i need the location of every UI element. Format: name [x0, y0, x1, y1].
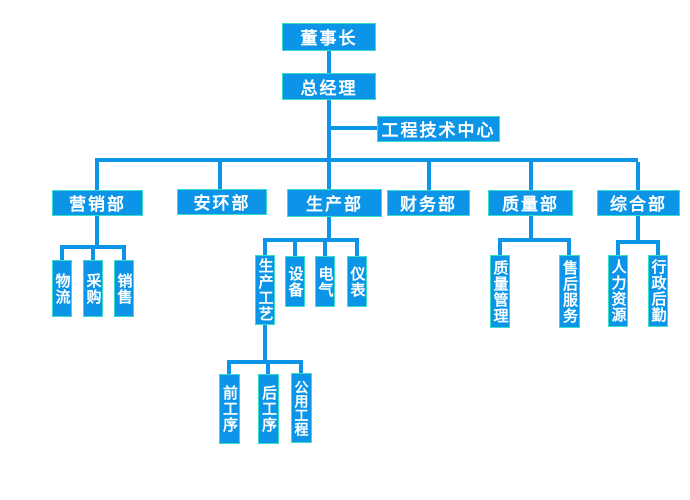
connector-line — [616, 240, 660, 244]
connector-line — [95, 162, 99, 190]
org-node-utilities-engineering: 公用工程 — [291, 373, 312, 443]
connector-line — [218, 162, 222, 189]
connector-line — [327, 162, 331, 189]
connector-line — [616, 244, 620, 255]
connector-line — [327, 100, 331, 160]
connector-line — [529, 216, 533, 238]
connector-line — [299, 364, 303, 373]
org-node-general-affairs-dept: 综合部 — [597, 190, 680, 216]
org-node-after-sales-service: 售后服务 — [559, 255, 580, 328]
connector-line — [95, 158, 638, 162]
org-node-general-manager: 总经理 — [282, 73, 376, 100]
connector-line — [656, 244, 660, 255]
connector-line — [636, 162, 640, 190]
connector-line — [427, 162, 431, 190]
connector-line — [60, 249, 64, 260]
org-node-production-dept: 生产部 — [287, 189, 382, 217]
org-node-back-process: 后工序 — [258, 374, 279, 444]
connector-line — [266, 364, 270, 374]
org-node-marketing-dept: 营销部 — [52, 190, 143, 216]
org-node-equipment: 设备 — [285, 256, 305, 307]
connector-line — [227, 364, 231, 374]
connector-line — [227, 360, 303, 364]
org-node-electrical: 电气 — [315, 256, 335, 307]
org-node-production-process: 生产工艺 — [255, 255, 275, 325]
connector-line — [323, 242, 327, 256]
org-node-chairman: 董事长 — [282, 23, 376, 51]
connector-line — [263, 325, 267, 360]
connector-line — [122, 249, 126, 260]
org-node-instrumentation: 仪表 — [347, 256, 367, 307]
connector-line — [60, 245, 126, 249]
connector-line — [293, 242, 297, 256]
connector-line — [355, 242, 359, 256]
connector-line — [263, 242, 267, 256]
connector-line — [567, 242, 571, 255]
connector-line — [636, 216, 640, 240]
connector-line — [498, 238, 571, 242]
org-node-quality-management: 质量管理 — [490, 255, 510, 328]
org-node-human-resources: 人力资源 — [608, 255, 628, 327]
org-node-safety-env-dept: 安环部 — [177, 189, 267, 215]
connector-line — [95, 216, 99, 245]
connector-line — [327, 217, 331, 238]
connector-line — [263, 238, 359, 242]
org-node-quality-dept: 质量部 — [488, 190, 573, 216]
org-node-logistics: 物流 — [52, 260, 72, 317]
org-node-front-process: 前工序 — [219, 374, 240, 444]
connector-line — [529, 162, 533, 190]
connector-line — [91, 249, 95, 260]
connector-line — [498, 242, 502, 255]
org-node-engineering-tech-center: 工程技术中心 — [377, 116, 500, 142]
org-node-sales: 销售 — [114, 260, 134, 317]
connector-line — [329, 126, 377, 130]
org-node-admin-logistics: 行政后勤 — [648, 255, 668, 327]
org-node-finance-dept: 财务部 — [387, 190, 470, 216]
connector-line — [327, 51, 331, 73]
org-node-procurement: 采购 — [83, 260, 103, 317]
